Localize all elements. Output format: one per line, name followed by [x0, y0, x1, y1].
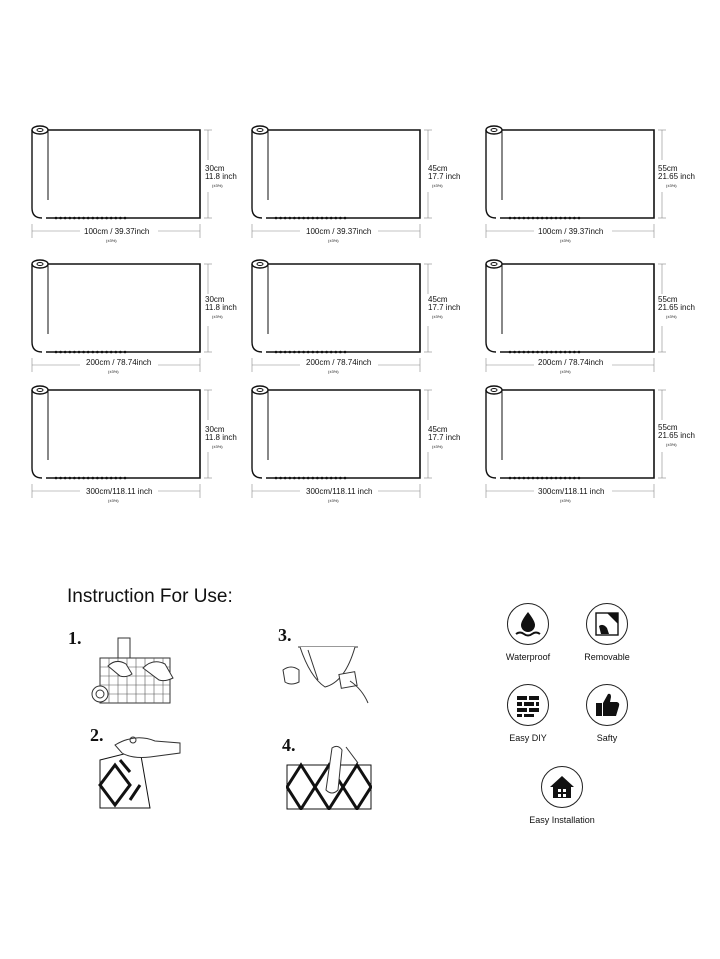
height-cm-label: 45cm [428, 295, 448, 304]
wallpaper-roll-drawing [485, 385, 666, 498]
wallpaper-roll-drawing [485, 259, 666, 372]
feature-removable: Removable [557, 603, 657, 662]
feature-waterproof: Waterproof [478, 603, 578, 662]
height-cm-label: 30cm [205, 164, 225, 173]
waterproof-icon [507, 603, 549, 645]
width-label: 100cm / 39.37inch [538, 227, 604, 236]
feature-easy-diy: Easy DIY [478, 684, 578, 743]
width-label: 300cm/118.11 inch [306, 487, 373, 496]
removable-icon [586, 603, 628, 645]
height-tolerance: (±3%) [666, 314, 677, 319]
height-cm-label: 30cm [205, 425, 225, 434]
step-number: 3. [278, 625, 292, 645]
height-cm-label: 45cm [428, 425, 448, 434]
height-cm-label: 55cm [658, 164, 678, 173]
height-inch-label: 11.8 inch [205, 172, 237, 181]
feature-label: Waterproof [505, 652, 551, 662]
height-cm-label: 55cm [658, 423, 678, 432]
width-label: 200cm / 78.74inch [538, 358, 604, 367]
wallpaper-roll-drawing [31, 385, 212, 498]
feature-label: Removable [584, 652, 630, 662]
height-tolerance: (±3%) [432, 314, 443, 319]
height-inch-label: 11.8 inch [205, 433, 237, 442]
width-label: 200cm / 78.74inch [306, 358, 372, 367]
step-number: 2. [90, 725, 104, 745]
wallpaper-roll-drawing [31, 125, 212, 238]
step-1-illustration [91, 637, 174, 704]
width-tolerance: (±3%) [328, 369, 339, 374]
height-inch-label: 17.7 inch [428, 433, 461, 442]
height-cm-label: 45cm [428, 164, 448, 173]
width-label: 200cm / 78.74inch [86, 358, 152, 367]
wallpaper-roll-drawing [251, 125, 432, 238]
width-tolerance: (±3%) [108, 369, 119, 374]
wallpaper-roll-drawing [251, 259, 432, 372]
width-tolerance: (±3%) [560, 498, 571, 503]
width-tolerance: (±3%) [328, 238, 339, 243]
wallpaper-roll-drawing [251, 385, 432, 498]
brick-wall-icon [507, 684, 549, 726]
house-icon [541, 766, 583, 808]
thumbs-up-icon [586, 684, 628, 726]
height-inch-label: 11.8 inch [205, 303, 237, 312]
height-tolerance: (±3%) [212, 314, 223, 319]
step-2-illustration [98, 736, 181, 809]
height-tolerance: (±3%) [432, 183, 443, 188]
height-cm-label: 30cm [205, 295, 225, 304]
height-tolerance: (±3%) [212, 444, 223, 449]
height-inch-label: 21.65 inch [658, 431, 695, 440]
height-cm-label: 55cm [658, 295, 678, 304]
wallpaper-roll-drawing [31, 259, 212, 372]
width-tolerance: (±3%) [108, 498, 119, 503]
step-number: 4. [282, 735, 296, 755]
width-tolerance: (±3%) [106, 238, 117, 243]
step-3-illustration [282, 646, 369, 704]
height-inch-label: 21.65 inch [658, 303, 695, 312]
height-tolerance: (±3%) [666, 442, 677, 447]
feature-safty: Safty [557, 684, 657, 743]
height-tolerance: (±3%) [666, 183, 677, 188]
height-inch-label: 21.65 inch [658, 172, 695, 181]
width-tolerance: (±3%) [560, 238, 571, 243]
feature-label: Easy DIY [509, 733, 547, 743]
width-label: 100cm / 39.37inch [306, 227, 372, 236]
step-4-illustration [286, 745, 372, 810]
width-tolerance: (±3%) [328, 498, 339, 503]
width-label: 100cm / 39.37inch [84, 227, 150, 236]
width-label: 300cm/118.11 inch [86, 487, 153, 496]
height-tolerance: (±3%) [212, 183, 223, 188]
feature-easy-installation: Easy Installation [512, 766, 612, 825]
width-tolerance: (±3%) [560, 369, 571, 374]
wallpaper-roll-drawing [485, 125, 666, 238]
feature-label: Safty [596, 733, 618, 743]
height-inch-label: 17.7 inch [428, 303, 461, 312]
feature-label: Easy Installation [529, 815, 595, 825]
height-tolerance: (±3%) [432, 444, 443, 449]
height-inch-label: 17.7 inch [428, 172, 461, 181]
instructions-title: Instruction For Use: [67, 586, 233, 607]
step-number: 1. [68, 628, 82, 648]
width-label: 300cm/118.11 inch [538, 487, 605, 496]
